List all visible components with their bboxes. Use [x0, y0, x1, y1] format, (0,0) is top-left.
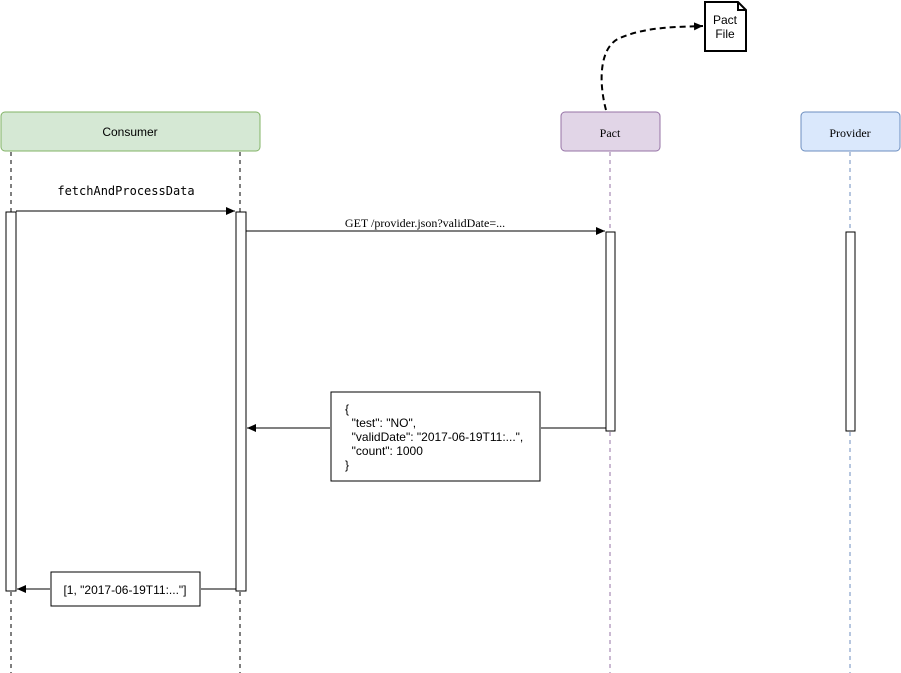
get-request-label: GET /provider.json?validDate=... [345, 216, 505, 230]
response-note-line: } [345, 458, 349, 472]
response-note-text: { "test": "NO", "validDate": "2017-06-19… [345, 402, 527, 472]
consumer-activation-left [5, 211, 17, 592]
fetch-message: fetchAndProcessData [16, 184, 235, 215]
response-note-line: "validDate": "2017-06-19T11:...", [345, 430, 523, 444]
pact-to-file-connector [600, 22, 704, 111]
result-message: [1, "2017-06-19T11:..."] [17, 571, 236, 607]
result-note-text: [1, "2017-06-19T11:..."] [63, 583, 186, 597]
pact-file-document[interactable]: Pact File [704, 1, 747, 52]
provider-participant[interactable]: Provider [800, 111, 901, 152]
pact-activation [605, 231, 616, 432]
pact-file-label-line1: Pact [713, 13, 738, 27]
provider-box [800, 111, 901, 152]
result-note-box [50, 571, 201, 607]
consumer-participant[interactable]: Consumer [0, 111, 261, 152]
provider-label: Provider [829, 126, 870, 140]
consumer-box [0, 111, 261, 152]
response-note-line: { [345, 402, 349, 416]
pact-file-label-line2: File [715, 27, 735, 41]
consumer-label: Consumer [102, 125, 157, 139]
pact-file-fold [737, 2, 746, 11]
pact-box [560, 111, 661, 152]
response-note-box [330, 391, 541, 482]
get-request-message: GET /provider.json?validDate=... [246, 216, 605, 235]
provider-activation [845, 231, 856, 432]
pact-file-shape [704, 1, 747, 52]
fetch-message-label: fetchAndProcessData [57, 184, 194, 198]
pact-participant[interactable]: Pact [560, 111, 661, 152]
response-message: { "test": "NO", "validDate": "2017-06-19… [247, 391, 606, 482]
response-note-line: "count": 1000 [345, 444, 423, 458]
response-note-line: "test": "NO", [345, 416, 416, 430]
consumer-activation-right [235, 211, 247, 592]
pact-label: Pact [600, 126, 621, 140]
